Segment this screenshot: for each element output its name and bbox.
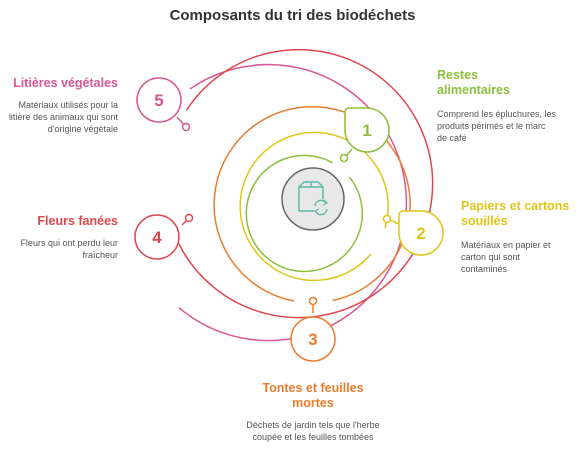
ring-5 — [178, 63, 408, 342]
ring-dot-2 — [382, 214, 392, 224]
recycle-box-icon — [281, 167, 345, 231]
component-4-heading: Fleurs fanées — [37, 214, 118, 228]
marker-4-number: 4 — [152, 228, 162, 247]
marker-1: 1 — [344, 107, 390, 153]
component-3-description: Déchets de jardin tels que l'herbe coupé… — [246, 420, 380, 442]
ring-4 — [178, 48, 434, 319]
marker-4: 4 — [134, 214, 180, 260]
marker-1-number: 1 — [362, 121, 371, 140]
component-4-description: Fleurs qui ont perdu leur fraîcheur — [20, 238, 118, 260]
ring-dot-1 — [339, 153, 349, 163]
component-5-heading: Litières végétales — [13, 76, 118, 90]
component-1-heading: Restes alimentaires — [437, 68, 510, 97]
ring-1 — [245, 154, 364, 273]
marker-5-number: 5 — [154, 91, 163, 110]
component-3-heading: Tontes et feuilles mortes — [262, 381, 364, 410]
marker-5: 5 — [136, 77, 182, 123]
component-2-heading: Papiers et cartons souillés — [461, 199, 570, 228]
ring-dot-5 — [181, 122, 191, 132]
marker-2-number: 2 — [416, 224, 425, 243]
ring-dot-4 — [184, 213, 194, 223]
ring-2 — [239, 131, 389, 282]
marker-3-number: 3 — [308, 330, 317, 349]
component-2-description: Matériaux en papier et carton qui sont c… — [461, 240, 551, 274]
component-5-description: Matériaux utilisés pour la litière des a… — [8, 100, 118, 134]
ring-dot-3 — [308, 296, 318, 306]
marker-2: 2 — [398, 210, 444, 256]
marker-3: 3 — [290, 316, 336, 362]
diagram-title: Composants du tri des biodéchets — [169, 7, 416, 24]
component-1-description: Comprend les épluchures, les produits pé… — [437, 109, 557, 143]
ring-3 — [213, 105, 411, 302]
